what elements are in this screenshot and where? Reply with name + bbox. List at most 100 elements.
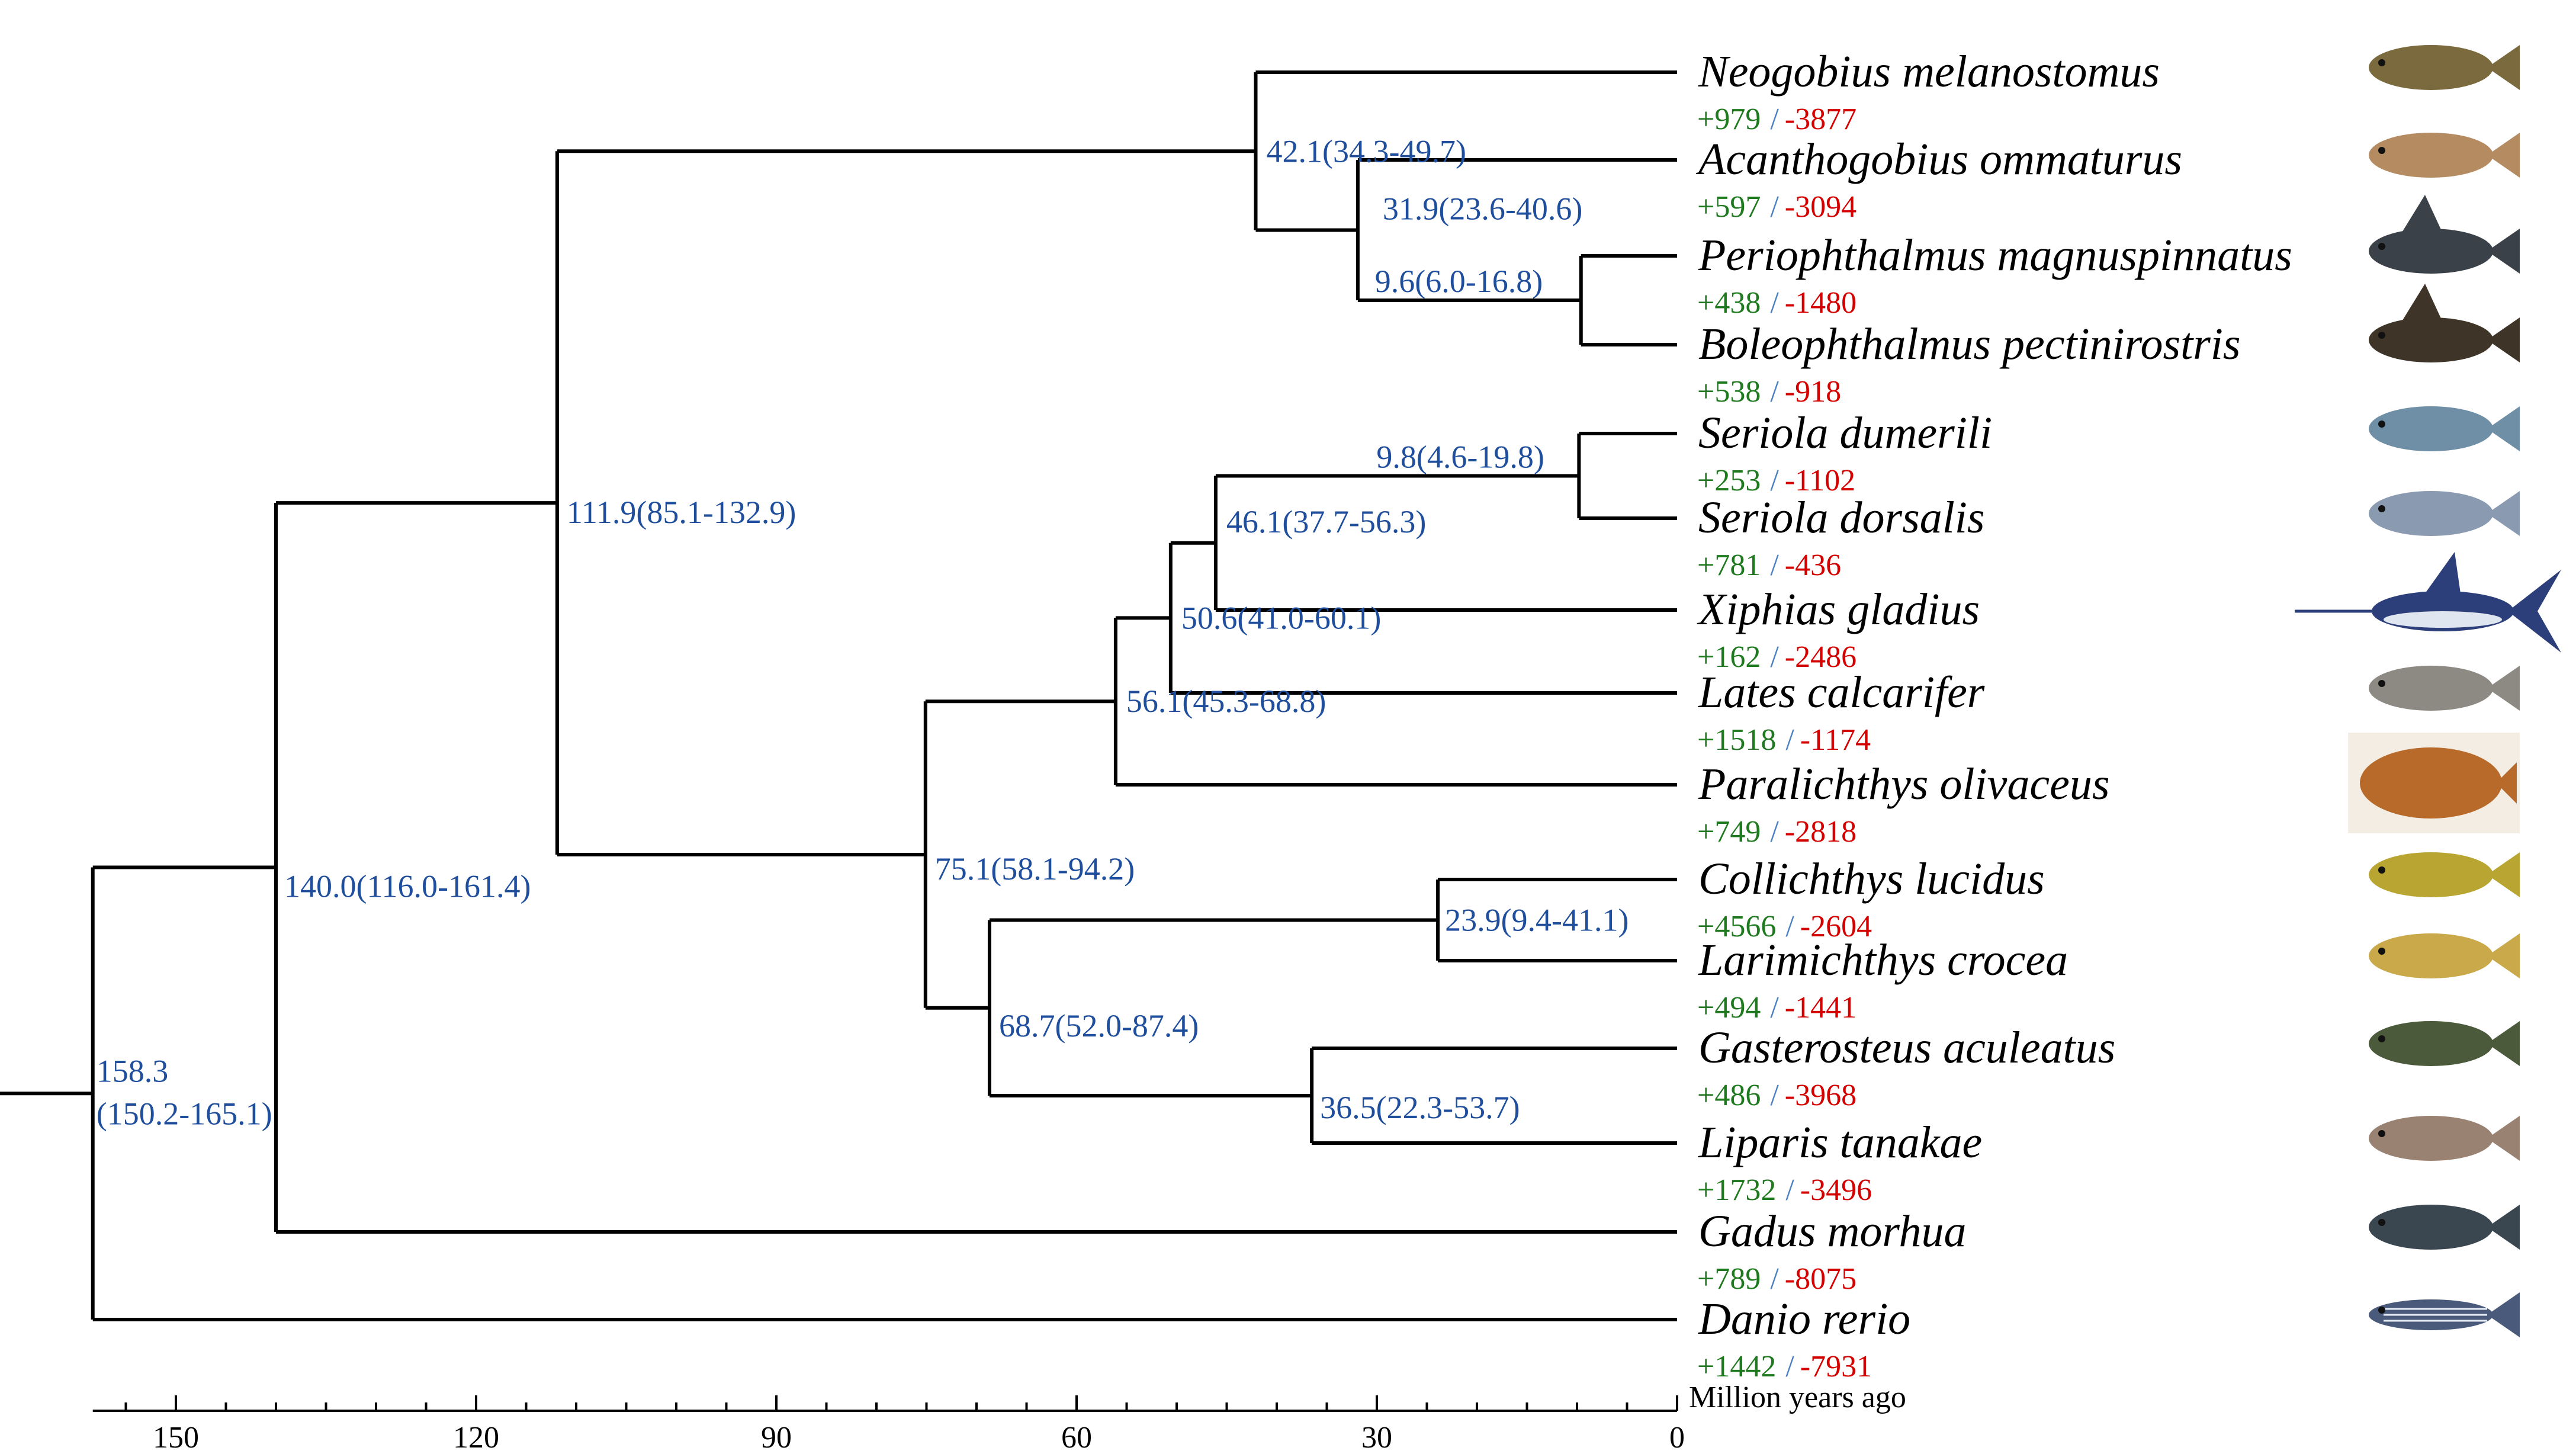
species-name: Boleophthalmus pectinirostris	[1698, 319, 2241, 369]
gene-family-change: +597/-3094	[1697, 190, 1856, 224]
gene-family-change: +789 /-8075	[1697, 1262, 1856, 1296]
gene-gain: +162	[1697, 640, 1761, 674]
gene-gain: +597	[1697, 190, 1761, 224]
node-label-n_9_8: 9.8(4.6-19.8)	[1376, 439, 1544, 475]
species-name: Seriola dorsalis	[1698, 493, 1985, 543]
fish-amberjack-icon	[2369, 406, 2520, 451]
fish-swordfish-icon	[2295, 552, 2561, 653]
gain-loss-separator: /	[1770, 190, 1779, 224]
gene-gain: +749	[1697, 815, 1761, 849]
fish-snailfish-icon	[2369, 1116, 2520, 1161]
gene-family-change: +781/-436	[1697, 548, 1841, 582]
node-label-n_75: 75.1(58.1-94.2)	[935, 851, 1135, 887]
species-name: Lates calcarifer	[1698, 667, 1985, 717]
gene-gain: +4566	[1697, 910, 1776, 943]
gene-loss: -1441	[1785, 991, 1856, 1025]
gene-family-change: +749 /-2818	[1697, 815, 1856, 849]
axis-tick-label: 90	[761, 1421, 792, 1454]
gene-family-change: +979 /-3877	[1697, 102, 1856, 136]
fish-croaker-icon	[2369, 852, 2520, 897]
gene-loss: -1174	[1800, 723, 1871, 757]
node-label-n_56: 56.1(45.3-68.8)	[1126, 683, 1326, 719]
node-label-n_root: 158.3	[97, 1053, 168, 1089]
fish-flounder-icon	[2348, 733, 2520, 833]
axis-tick-label: 0	[1669, 1421, 1685, 1454]
gene-loss: -2818	[1785, 815, 1856, 849]
gain-loss-separator: /	[1785, 910, 1794, 943]
gain-loss-separator: /	[1770, 375, 1779, 409]
axis-tick-label: 60	[1061, 1421, 1092, 1454]
axis-tick-label: 150	[153, 1421, 199, 1454]
fish-seabass-icon	[2369, 666, 2520, 711]
species-name: Seriola dumerili	[1698, 408, 1992, 458]
gain-loss-separator: /	[1770, 1079, 1779, 1112]
fish-amberjack-icon	[2369, 491, 2520, 536]
species-name: Liparis tanakae	[1698, 1118, 1982, 1167]
species-name: Neogobius melanostomus	[1698, 47, 2160, 97]
gene-family-change: +1442/-7931	[1697, 1350, 1872, 1384]
gene-loss: -8075	[1785, 1262, 1856, 1296]
gene-loss: -3877	[1785, 102, 1856, 136]
fish-goby-icon	[2369, 133, 2520, 178]
node-label-n_36: 36.5(22.3-53.7)	[1320, 1090, 1520, 1125]
node-label-ci-n_root: (150.2-165.1)	[97, 1096, 272, 1131]
node-label-n_68: 68.7(52.0-87.4)	[999, 1008, 1199, 1044]
node-label-n_111: 111.9(85.1-132.9)	[567, 495, 796, 530]
gene-loss: -3968	[1785, 1079, 1856, 1112]
gene-family-change: +1732 /-3496	[1697, 1173, 1872, 1207]
taxa-labels: Neogobius melanostomus+979/-3877Acanthog…	[1695, 47, 2292, 1384]
gene-family-change: +438/-1480	[1697, 286, 1856, 320]
gene-gain: +538	[1697, 375, 1761, 409]
species-name: Periophthalmus magnuspinnatus	[1698, 230, 2292, 280]
axis-tick-label: 120	[453, 1421, 499, 1454]
gene-gain: +1732	[1697, 1173, 1776, 1207]
gene-gain: +781	[1697, 548, 1761, 582]
gain-loss-separator: /	[1785, 1173, 1794, 1207]
species-name: Danio rerio	[1698, 1294, 1910, 1344]
gene-gain: +1518	[1697, 723, 1776, 757]
gene-family-change: +4566 /-2604	[1697, 910, 1872, 943]
gain-loss-separator: /	[1785, 723, 1794, 757]
gene-gain: +494	[1697, 991, 1761, 1025]
gene-gain: +789	[1697, 1262, 1761, 1296]
fish-mudskipper-icon	[2369, 195, 2520, 274]
species-name: Paralichthys olivaceus	[1698, 759, 2109, 809]
axis-tick-label: 30	[1361, 1421, 1392, 1454]
species-name: Xiphias gladius	[1697, 585, 1980, 634]
species-name: Larimichthys crocea	[1698, 935, 2068, 985]
tree-branches	[0, 70, 1677, 1321]
gene-family-change: +162 /-2486	[1697, 640, 1856, 674]
gene-loss: -1480	[1785, 286, 1856, 320]
gain-loss-separator: /	[1770, 102, 1779, 136]
gene-loss: -1102	[1785, 464, 1855, 497]
gene-family-change: +486/-3968	[1697, 1079, 1856, 1112]
species-name: Collichthys lucidus	[1698, 854, 2045, 904]
gene-family-change: +494 /-1441	[1697, 991, 1856, 1025]
axis-title: Million years ago	[1689, 1381, 1906, 1414]
fish-zebrafish-icon	[2369, 1292, 2520, 1337]
node-label-n_46: 46.1(37.7-56.3)	[1226, 504, 1426, 540]
gain-loss-separator: /	[1770, 1262, 1779, 1296]
gain-loss-separator: /	[1785, 1350, 1794, 1384]
gene-gain: +1442	[1697, 1350, 1776, 1384]
gene-family-change: +1518 /-1174	[1697, 723, 1871, 757]
gene-loss: -2604	[1800, 910, 1872, 943]
gene-loss: -3496	[1800, 1173, 1872, 1207]
gain-loss-separator: /	[1770, 640, 1779, 674]
gene-gain: +979	[1697, 102, 1761, 136]
node-label-n_23: 23.9(9.4-41.1)	[1445, 903, 1629, 938]
gene-loss: -2486	[1785, 640, 1856, 674]
node-label-n_31: 31.9(23.6-40.6)	[1383, 191, 1582, 227]
gene-gain: +253	[1697, 464, 1761, 497]
fish-mudskipper-icon	[2369, 284, 2520, 362]
gain-loss-separator: /	[1770, 464, 1779, 497]
gain-loss-separator: /	[1770, 991, 1779, 1025]
species-name: Gasterosteus aculeatus	[1698, 1023, 2115, 1073]
gain-loss-separator: /	[1770, 815, 1779, 849]
fish-stickleback-icon	[2369, 1021, 2520, 1066]
fish-croaker-icon	[2369, 933, 2520, 978]
gene-family-change: +538 /-918	[1697, 375, 1841, 409]
gene-loss: -918	[1785, 375, 1841, 409]
gene-family-change: +253 /-1102	[1697, 464, 1855, 497]
